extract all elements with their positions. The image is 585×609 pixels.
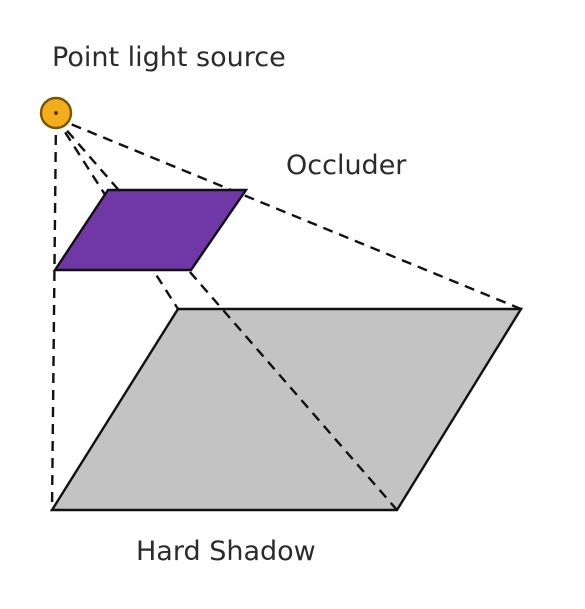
projection-line-left-vertical [50,117,58,511]
projection-line-bottom-right [55,117,398,511]
hard-shadow-shape [49,307,524,512]
hard-shadow-label: Hard Shadow [136,536,316,567]
light-center-icon [54,111,58,115]
point-light-source-label: Point light source [52,42,286,73]
occluder-shape [52,188,249,272]
occluder-label: Occluder [286,150,407,181]
projection-line-top-left [54,117,180,310]
